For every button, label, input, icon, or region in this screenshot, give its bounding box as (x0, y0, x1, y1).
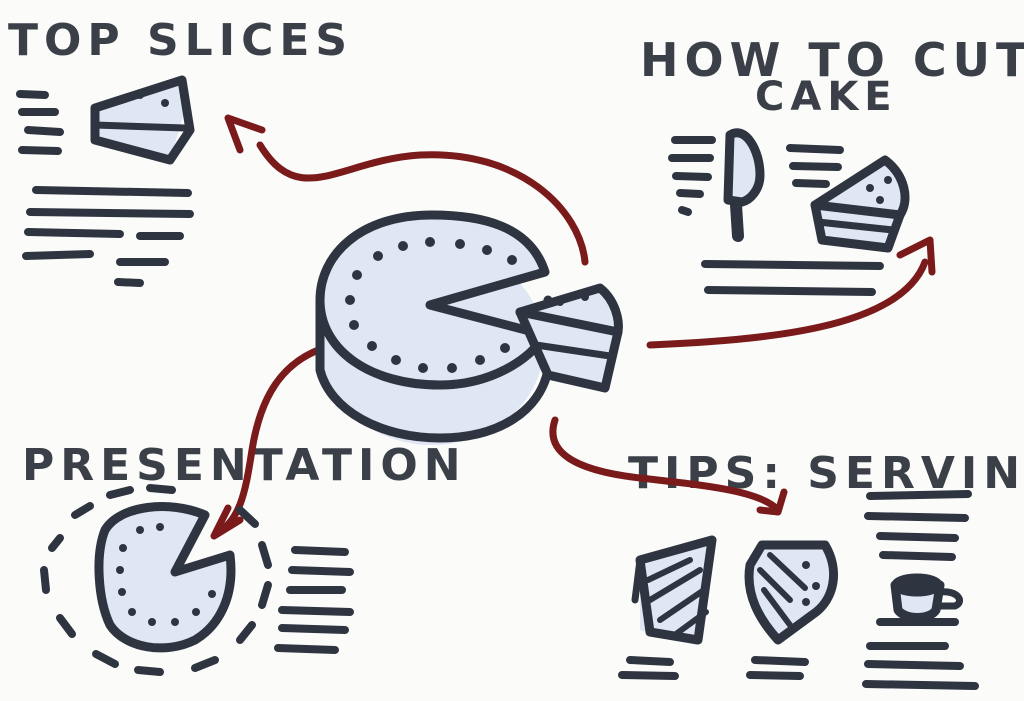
presentation-text-lines (274, 546, 354, 654)
tips-serving-text-lines (618, 490, 979, 690)
cake-slice-icon (90, 75, 195, 165)
whole-cake-icon (94, 502, 236, 653)
label-how-to-cut-line2: CAKE (755, 74, 898, 120)
presentation-dashed-ring (40, 484, 272, 676)
label-presentation: PRESENTATION (22, 440, 467, 491)
arrow-to-top-slices (224, 114, 589, 266)
cake-slice-icon (744, 540, 839, 645)
cake-slice-icon (810, 155, 910, 253)
label-how-to-cut-line1: HOW TO CUT (640, 33, 1024, 87)
knife-icon (723, 128, 765, 242)
coffee-cup-icon (876, 573, 963, 626)
top-slices-text-lines (16, 90, 194, 287)
how-to-cut-text-lines (668, 136, 884, 296)
cake-with-slice-icon (315, 210, 623, 445)
arrow-to-presentation (210, 342, 334, 540)
label-top-slices: TOP SLICES (8, 15, 353, 66)
arrow-to-tips-serving (549, 416, 788, 516)
arrow-to-how-to-cut (646, 236, 936, 349)
cake-slice-icon (631, 535, 717, 645)
